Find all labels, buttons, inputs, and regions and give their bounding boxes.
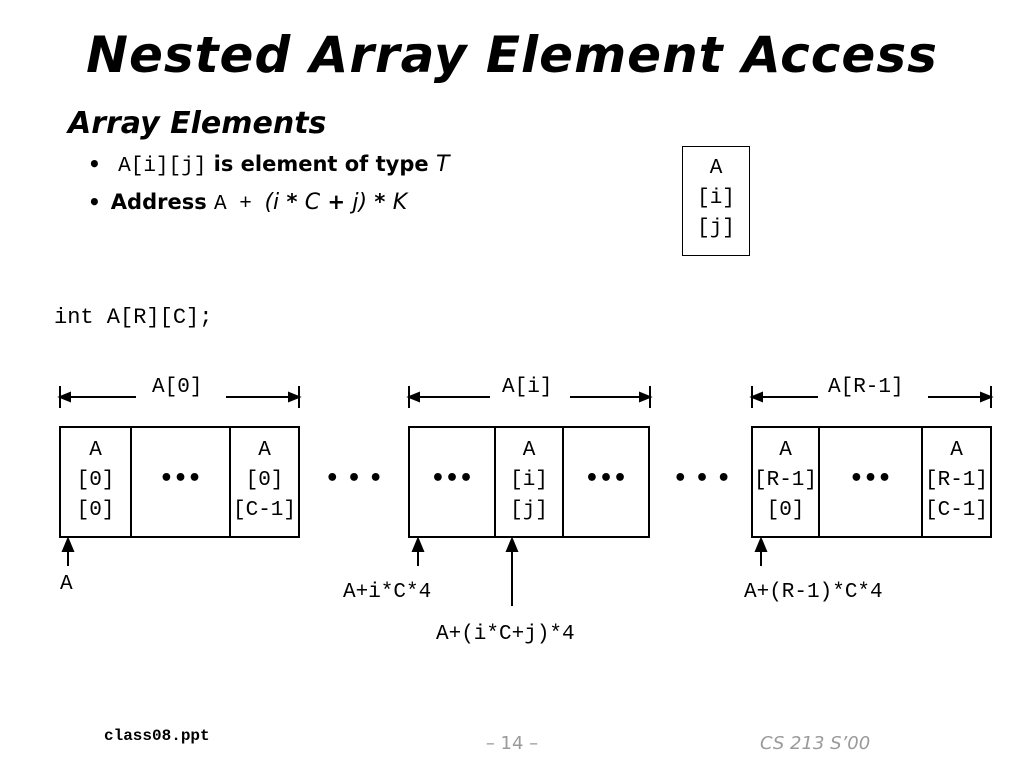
row-bracket-middle (406, 386, 653, 408)
cell-a0c-line-3: [C-1] (232, 499, 296, 522)
bullet-element-type: • A[i][j] is element of type T (88, 152, 449, 178)
cell-a0c-line-2: [0] (245, 469, 284, 492)
cell-ar0-line-3: [0] (766, 499, 805, 522)
expr-paren-open: ( (264, 190, 274, 215)
cell-aij: A [i] [j] (495, 436, 563, 526)
element-box-line-1: A (709, 157, 723, 180)
row-label-last: A[R-1] (828, 376, 904, 399)
expr-j: j (352, 190, 359, 215)
row-label-middle: A[i] (502, 376, 553, 399)
row-bracket-last (749, 386, 994, 408)
bullet-dot: • (88, 152, 101, 176)
array-declaration: int A[R][C]; (54, 305, 213, 330)
row-box-last (751, 426, 992, 538)
row-box-middle (408, 426, 650, 538)
bullet-type: T (435, 152, 450, 177)
bullet-address: • Address A + (i * C + j) * K (88, 190, 407, 216)
ellipsis-first: ••• (159, 466, 202, 491)
cell-aij-line-1: A (522, 439, 536, 462)
cell-a00-line-1: A (89, 439, 102, 462)
ellipsis-last: ••• (849, 466, 892, 491)
cell-a0c: A [0] [C-1] (230, 436, 299, 526)
bullet-prefix: Address (110, 190, 215, 214)
ellipsis-middle-left: ••• (430, 466, 474, 491)
section-heading: Array Elements (68, 106, 327, 141)
row-label-first: A[0] (152, 376, 203, 399)
bullet-code: A[i][j] (118, 155, 207, 178)
cell-a00-line-3: [0] (76, 499, 115, 522)
footer-filename: class08.ppt (104, 727, 210, 745)
expr-k: K (392, 190, 408, 215)
address-code: A + (214, 193, 265, 216)
expr-c: C (304, 190, 321, 215)
cell-ar0-line-2: [R-1] (753, 469, 817, 492)
slide-title: Nested Array Element Access (86, 26, 938, 84)
cell-ar0-line-1: A (779, 439, 792, 462)
cell-arc-line-1: A (950, 439, 963, 462)
expr-plus: + (320, 190, 353, 214)
expr-times-1: * (279, 190, 305, 214)
cell-aij-line-2: [i] (510, 469, 548, 492)
footer-course: CS 213 S’00 (760, 733, 871, 754)
footer-page-number: – 14 – (485, 733, 539, 754)
expr-times-2: * (367, 190, 393, 214)
ellipsis-middle-right: ••• (584, 466, 628, 491)
address-label-elem-ij: A+(i*C+j)*4 (436, 623, 575, 646)
row-box-first (59, 426, 300, 538)
bullet-text: is element of type (206, 152, 436, 176)
element-box-line-3: [j] (697, 217, 735, 240)
element-box-line-2: [i] (697, 187, 735, 210)
cell-a00-line-2: [0] (76, 469, 115, 492)
address-label-row-i: A+i*C*4 (343, 581, 432, 604)
cell-arc-line-3: [C-1] (924, 499, 988, 522)
address-label-row-last: A+(R-1)*C*4 (744, 581, 883, 604)
cell-arc: A [R-1] [C-1] (920, 436, 993, 526)
row-gap-first: • • • (325, 466, 383, 491)
cell-aij-line-3: [j] (510, 499, 548, 522)
address-label-start: A (60, 573, 73, 596)
row-gap-second: • • • (673, 466, 731, 491)
expr-i: i (273, 190, 280, 215)
cell-a0c-line-1: A (258, 439, 271, 462)
expr-paren-close: ) (358, 190, 368, 215)
cell-a00: A [0] [0] (60, 436, 131, 526)
row-bracket-first (57, 386, 302, 408)
element-box: A [i] [j] (682, 146, 750, 256)
cell-arc-line-2: [R-1] (924, 469, 988, 492)
bullet-dot: • (88, 190, 101, 214)
cell-ar0: A [R-1] [0] (748, 436, 823, 526)
